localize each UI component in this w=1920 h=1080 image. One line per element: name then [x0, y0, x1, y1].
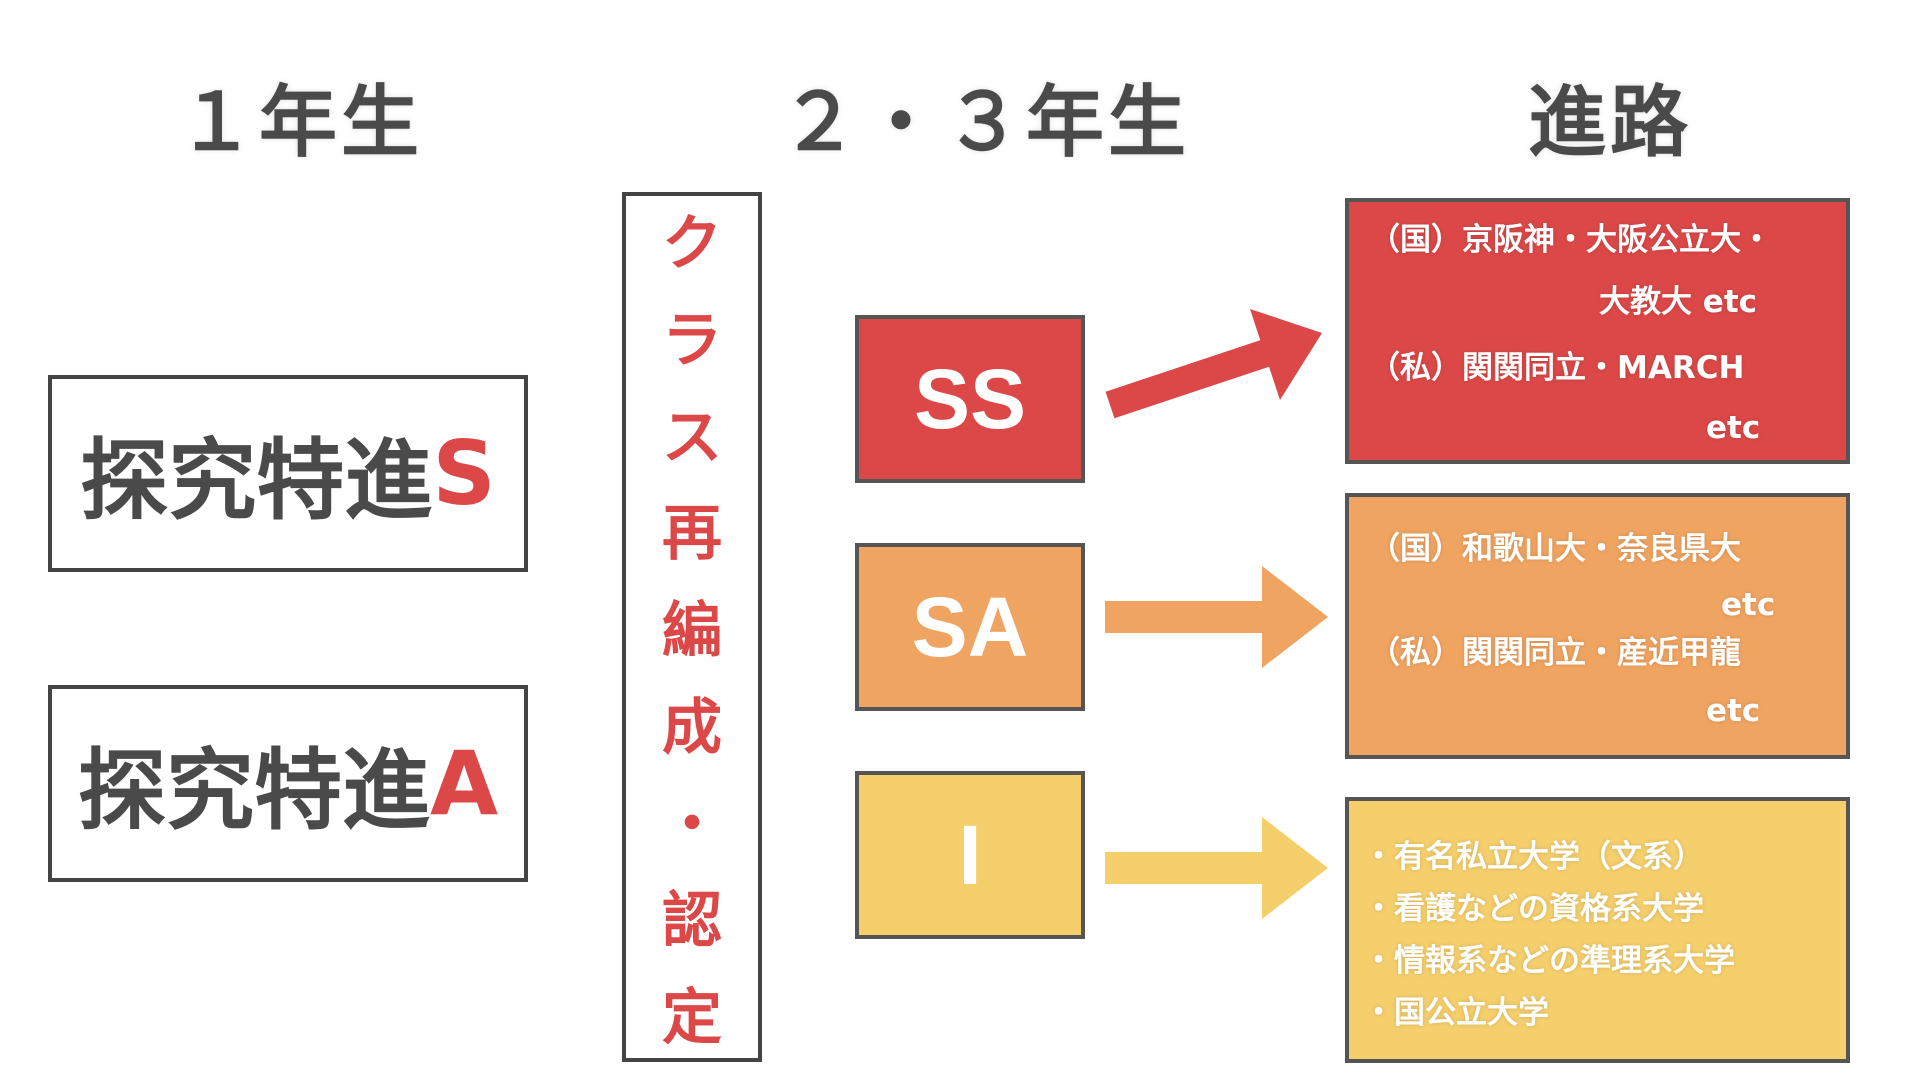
header-career: 進路	[1527, 78, 1692, 168]
reorg-char: ・	[662, 789, 722, 860]
dest-ss-national-2: 大教大 etc	[1599, 284, 1758, 320]
reorg-char: 編	[662, 596, 722, 666]
reorg-char: 成	[662, 692, 722, 763]
destination-sa-box: （国）和歌山大・奈良県大 etc （私）関関同立・産近甲龍 etc	[1345, 493, 1850, 759]
reorg-char: 再	[662, 499, 722, 570]
course-ss-box: SS	[855, 315, 1085, 483]
dest-sa-national-2: etc	[1721, 587, 1776, 623]
course-sa-box: SA	[855, 543, 1085, 711]
arrow-sa	[1105, 566, 1328, 668]
course-i-box: I	[855, 771, 1085, 939]
reorg-char: ラ	[662, 305, 722, 376]
reorg-char: ス	[662, 402, 722, 473]
arrow-ss	[1105, 309, 1322, 419]
course-ss-label: SS	[913, 351, 1027, 446]
reorg-char: ク	[662, 209, 722, 279]
dest-ss-national-1: （国）京阪神・大阪公立大・	[1369, 222, 1772, 258]
dest-ss-private-2: etc	[1706, 410, 1761, 446]
dest-i-item: ・国公立大学	[1363, 995, 1549, 1031]
destination-i-box: ・有名私立大学（文系） ・看護などの資格系大学 ・情報系などの準理系大学 ・国公…	[1345, 797, 1850, 1063]
dest-i-item: ・情報系などの準理系大学	[1363, 943, 1735, 979]
dest-sa-private-2: etc	[1706, 693, 1761, 729]
course-sa-label: SA	[911, 579, 1029, 674]
arrow-i	[1105, 817, 1328, 919]
year1-course-a-prefix: 探究特進	[77, 739, 430, 842]
dest-sa-private-1: （私）関関同立・産近甲龍	[1369, 635, 1741, 671]
header-year23: ２・３年生	[779, 78, 1190, 168]
class-reorganization-box: ク ラ ス 再 編 成 ・ 認 定	[622, 192, 762, 1062]
year1-course-s-prefix: 探究特進	[80, 429, 433, 532]
dest-i-item: ・看護などの資格系大学	[1363, 891, 1704, 927]
header-year1: １年生	[176, 78, 423, 168]
year1-course-s-suffix: S	[432, 422, 496, 525]
destination-ss-box: （国）京阪神・大阪公立大・ 大教大 etc （私）関関同立・MARCH etc	[1345, 198, 1850, 464]
reorg-char: 定	[662, 983, 722, 1053]
dest-sa-national-1: （国）和歌山大・奈良県大	[1369, 531, 1741, 567]
year1-course-a-suffix: A	[429, 732, 499, 835]
dest-i-item: ・有名私立大学（文系）	[1363, 839, 1704, 875]
reorg-char: 認	[662, 886, 722, 957]
dest-ss-private-1: （私）関関同立・MARCH	[1369, 350, 1745, 386]
course-i-label: I	[958, 807, 982, 902]
